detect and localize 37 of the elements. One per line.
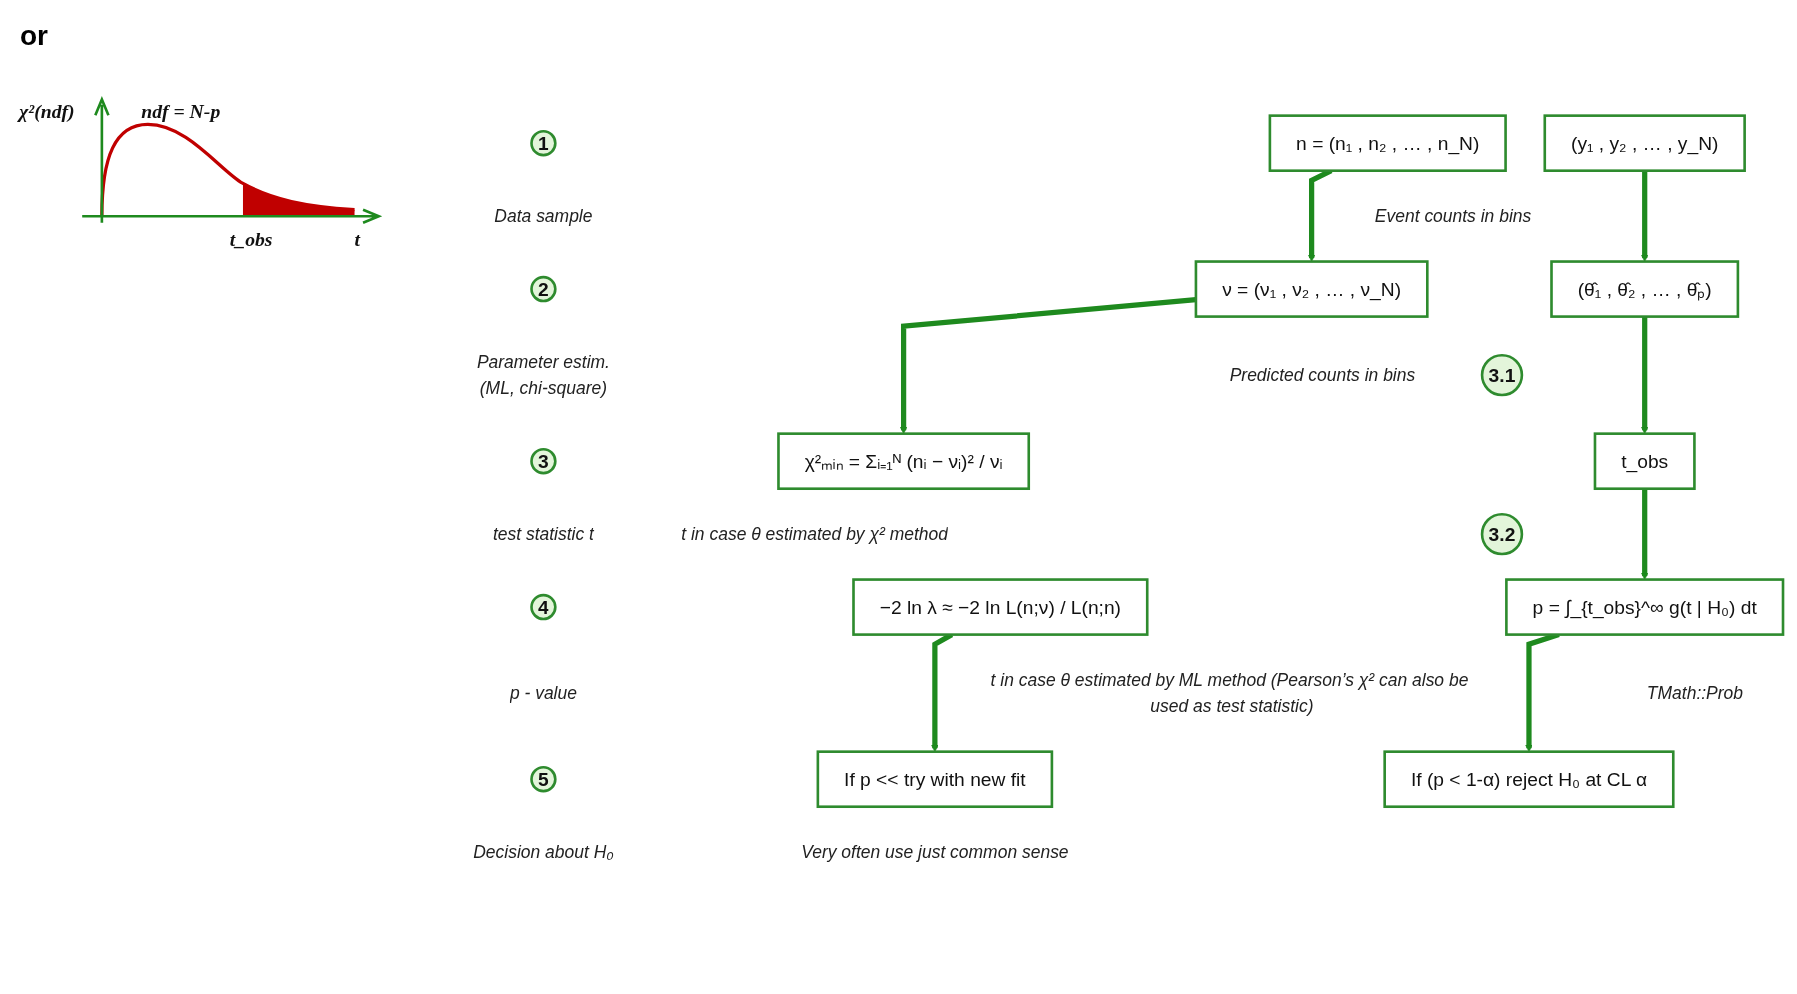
node-box: (y₁ , y₂ , … , y_N): [1543, 114, 1746, 172]
node-circle: 3.1: [1480, 353, 1524, 397]
chart-label: t: [354, 227, 360, 250]
node-circle: 4: [530, 593, 557, 621]
node-label: Parameter estim.: [476, 352, 610, 372]
node-label: test statistic t: [492, 524, 594, 544]
node-label: (ML, chi-square): [479, 378, 608, 398]
node-box: t_obs: [1593, 432, 1696, 490]
node-box: p = ∫_{t_obs}^∞ g(t | H₀) dt: [1505, 578, 1785, 636]
node-label: t in case θ estimated by ML method (Pearson’s χ² can also be used as test statistic): [990, 670, 1469, 716]
node-box: −2 ln λ ≈ −2 ln L(n;ν) / L(n;n): [852, 578, 1149, 636]
node-circle: 3: [530, 447, 557, 475]
node-label: Event counts in bins: [1374, 206, 1532, 226]
node-box: n = (n₁ , n₂ , … , n_N): [1268, 114, 1507, 172]
node-label: p - value: [509, 683, 577, 703]
node-label: t in case θ estimated by χ² method: [681, 524, 948, 544]
node-label: TMath::Prob: [1646, 683, 1744, 703]
node-circle: 5: [530, 766, 557, 793]
node-circle: 3.2: [1480, 512, 1524, 556]
node-box: If p << try with new fit: [816, 750, 1054, 808]
node-label: Very often use just common sense: [801, 842, 1069, 862]
chart-label: ndf = N-p: [141, 99, 221, 122]
node-label: Decision about H₀: [473, 842, 614, 862]
node-box: If (p < 1-α) reject H₀ at CL α: [1383, 750, 1675, 808]
node-box: (θ̂₁ , θ̂₂ , … , θ̂ₚ): [1550, 260, 1740, 318]
node-box: ν = (ν₁ , ν₂ , … , ν_N): [1194, 260, 1429, 318]
axis-label: χ²(ndf): [19, 99, 75, 122]
arrow: [1640, 488, 1649, 580]
node-box: χ²ₘᵢₙ = Σᵢ₌₁ᴺ (nᵢ − νᵢ)² / νᵢ: [777, 432, 1031, 490]
node-circle: 2: [530, 275, 557, 303]
node-label: Predicted counts in bins: [1229, 365, 1416, 385]
chart-label: t_obs: [229, 227, 273, 250]
note-text: or: [20, 20, 48, 52]
arrow: [1640, 316, 1649, 434]
node-label: Data sample: [494, 206, 593, 226]
arrow: [1640, 170, 1649, 262]
node-circle: 1: [530, 129, 557, 157]
